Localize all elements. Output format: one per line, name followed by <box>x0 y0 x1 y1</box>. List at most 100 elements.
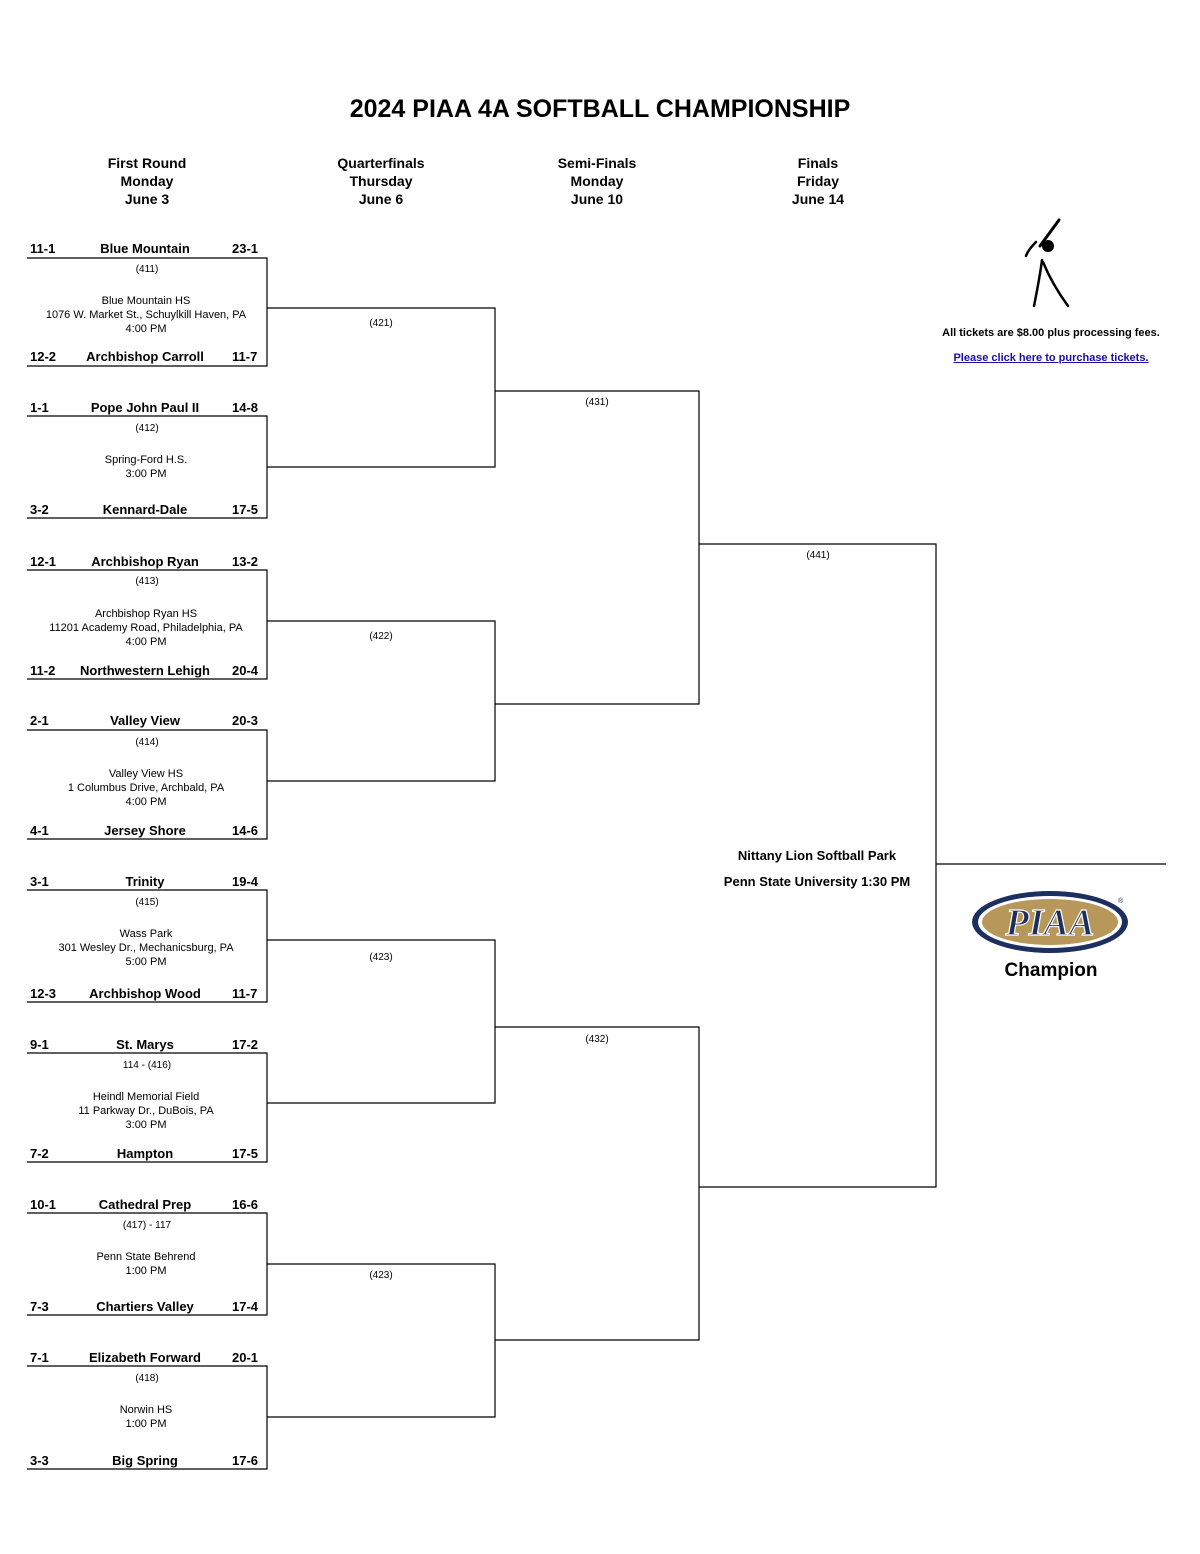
seed: 7-2 <box>30 1146 49 1161</box>
champion-label: Champion <box>1004 960 1098 981</box>
final-venue-time: Penn State University 1:30 PM <box>723 874 911 889</box>
venue-address: 11 Parkway Dr., DuBois, PA <box>78 1105 214 1117</box>
round-header-finals: Finals Friday June 14 <box>728 154 908 208</box>
team-record: 17-2 <box>232 1037 259 1052</box>
team-record: 16-6 <box>232 1197 259 1212</box>
purchase-tickets-link[interactable]: Please click here to purchase tickets. <box>953 352 1149 364</box>
game-time: 4:00 PM <box>125 636 167 648</box>
team-record: 13-2 <box>232 554 259 569</box>
quarterfinal-game-number: (422) <box>369 631 393 642</box>
venue-name: Penn State Behrend <box>96 1251 196 1263</box>
seed: 7-3 <box>30 1299 49 1314</box>
quarterfinal-game-number: (423) <box>369 952 393 963</box>
round-header-first: First Round Monday June 3 <box>57 154 237 208</box>
quarterfinal-game-number: (423) <box>369 1270 393 1281</box>
seed: 10-1 <box>30 1197 57 1212</box>
seed: 11-2 <box>30 663 56 678</box>
venue-name: Wass Park <box>119 928 173 940</box>
round-date: June 14 <box>791 191 845 207</box>
final-441-bracket <box>699 543 937 1188</box>
team-name: Chartiers Valley <box>96 1299 194 1314</box>
round-date: June 3 <box>124 191 170 207</box>
venue-name: Archbishop Ryan HS <box>94 608 198 620</box>
game-time: 4:00 PM <box>125 796 167 808</box>
team-record: 20-1 <box>232 1350 259 1365</box>
team-name: Archbishop Ryan <box>91 554 199 569</box>
piaa-logo: PIAA ® <box>972 891 1128 953</box>
venue-address: 301 Wesley Dr., Mechanicsburg, PA <box>58 942 234 954</box>
quarterfinal-423b-bracket <box>267 1263 496 1418</box>
quarterfinal-422-bracket <box>267 620 496 782</box>
venue-name: Blue Mountain HS <box>101 295 191 307</box>
semifinal-game-number: (432) <box>585 1034 609 1045</box>
final-venue: Nittany Lion Softball Park <box>737 848 897 863</box>
game-number: (414) <box>135 737 159 748</box>
team-name: St. Marys <box>116 1037 174 1052</box>
matchup-414-bracket <box>27 729 268 840</box>
matchup-416-bracket <box>27 1052 268 1163</box>
team-record: 11-7 <box>232 986 258 1001</box>
team-name: Northwestern Lehigh <box>79 663 210 678</box>
team-record: 19-4 <box>232 874 259 889</box>
matchup-411-bracket <box>27 257 268 367</box>
game-venue: Wass Park 301 Wesley Dr., Mechanicsburg,… <box>26 927 266 969</box>
seed: 4-1 <box>30 823 49 838</box>
game-number: 114 - (416) <box>122 1060 172 1071</box>
seed: 1-1 <box>30 400 49 415</box>
team-record: 11-7 <box>232 349 258 364</box>
team-record: 14-6 <box>232 823 259 838</box>
semifinal-431-bracket <box>495 390 700 705</box>
game-venue: Valley View HS 1 Columbus Drive, Archbal… <box>26 767 266 809</box>
team-name: Kennard-Dale <box>102 502 188 517</box>
team-name: Pope John Paul II <box>90 400 200 415</box>
round-name: First Round <box>107 155 187 171</box>
quarterfinal-423a-bracket <box>267 939 496 1104</box>
game-number: (415) <box>135 897 159 908</box>
team-name: Valley View <box>110 713 180 728</box>
round-date: June 10 <box>570 191 624 207</box>
round-day: Monday <box>570 173 624 189</box>
page-title: 2024 PIAA 4A SOFTBALL CHAMPIONSHIP <box>349 95 851 123</box>
seed: 3-2 <box>30 502 49 517</box>
team-record: 17-5 <box>232 1146 259 1161</box>
seed: 3-3 <box>30 1453 49 1468</box>
round-header-quarterfinals: Quarterfinals Thursday June 6 <box>291 154 471 208</box>
game-venue: Spring-Ford H.S. 3:00 PM <box>26 453 266 481</box>
round-date: June 6 <box>358 191 404 207</box>
ticket-price-note: All tickets are $8.00 plus processing fe… <box>942 327 1160 339</box>
seed: 11-1 <box>30 241 56 256</box>
round-name: Semi-Finals <box>557 155 637 171</box>
game-venue: Penn State Behrend 1:00 PM <box>26 1250 266 1278</box>
svg-text:®: ® <box>1118 897 1124 905</box>
game-number: (413) <box>135 576 159 587</box>
round-day: Friday <box>796 173 839 189</box>
round-day: Thursday <box>349 173 413 189</box>
team-record: 17-6 <box>232 1453 259 1468</box>
game-time: 1:00 PM <box>125 1418 167 1430</box>
matchup-415-bracket <box>27 889 268 1003</box>
game-time: 3:00 PM <box>125 1119 167 1131</box>
team-name: Archbishop Carroll <box>86 349 204 364</box>
game-venue: Norwin HS 1:00 PM <box>26 1403 266 1431</box>
seed: 2-1 <box>30 713 49 728</box>
team-record: 14-8 <box>232 400 259 415</box>
quarterfinal-421-bracket <box>267 307 496 468</box>
team-name: Blue Mountain <box>100 241 190 256</box>
seed: 12-3 <box>30 986 57 1001</box>
game-venue: Blue Mountain HS 1076 W. Market St., Sch… <box>26 294 266 336</box>
team-name: Big Spring <box>112 1453 178 1468</box>
logo-text: PIAA <box>1005 902 1095 944</box>
team-name: Jersey Shore <box>104 823 186 838</box>
venue-address: 1 Columbus Drive, Archbald, PA <box>67 782 225 794</box>
seed: 3-1 <box>30 874 49 889</box>
final-game-number: (441) <box>806 550 830 561</box>
semifinal-432-bracket <box>495 1026 700 1341</box>
quarterfinal-game-number: (421) <box>369 318 393 329</box>
game-number: (411) <box>135 264 159 275</box>
game-venue: Archbishop Ryan HS 11201 Academy Road, P… <box>26 607 266 649</box>
game-time: 3:00 PM <box>125 468 167 480</box>
team-record: 20-3 <box>232 713 259 728</box>
team-record: 17-4 <box>232 1299 259 1314</box>
seed: 12-1 <box>30 554 57 569</box>
